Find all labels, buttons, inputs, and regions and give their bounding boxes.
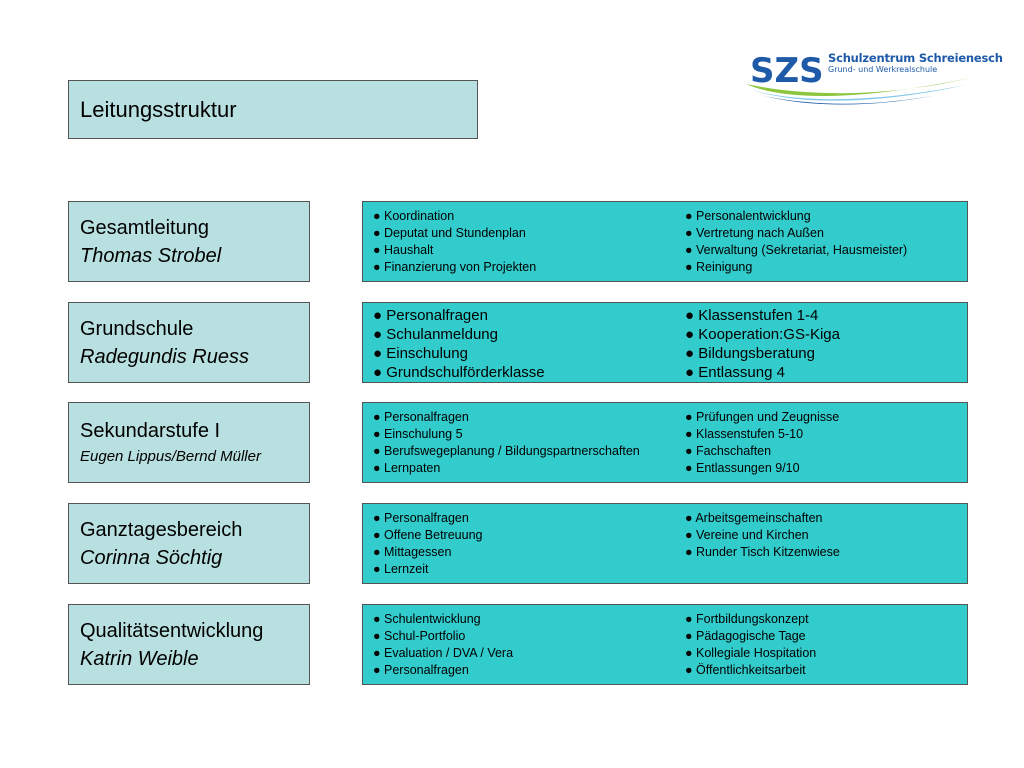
role-person: Radegundis Ruess	[80, 345, 249, 368]
role-person: Corinna Söchtig	[80, 546, 223, 569]
list-item: ● Lernpaten	[373, 461, 441, 475]
school-logo: SZS Schulzentrum Schreienesch Grund- und…	[742, 44, 1003, 110]
list-item: ● Klassenstufen 5-10	[685, 427, 804, 441]
list-item: ● Offene Betreuung	[373, 528, 483, 542]
list-item: ● Personalfragen	[373, 511, 469, 525]
detail-box-ganztagesbereich: ● Personalfragen ● Offene Betreuung ● Mi…	[362, 503, 968, 584]
list-item: ● Vertretung nach Außen	[685, 226, 824, 240]
list-item: ● Personalfragen	[373, 663, 469, 677]
list-item: ● Personalfragen	[373, 410, 469, 424]
list-item: ● Mittagessen	[373, 545, 452, 559]
list-item: ● Schul-Portfolio	[373, 629, 466, 643]
list-item: ● Grundschulförderklasse	[373, 364, 545, 381]
role-title: Ganztagesbereich	[80, 518, 243, 541]
list-item: ● Berufswegeplanung / Bildungspartnersch…	[373, 444, 640, 458]
szs-logo-icon: SZS	[746, 51, 970, 105]
role-person: Katrin Weible	[80, 647, 199, 670]
list-item: ● Arbeitsgemeinschaften	[685, 511, 823, 525]
list-item: ● Verwaltung (Sekretariat, Hausmeister)	[685, 243, 908, 257]
detail-left-column: ● Personalfragen ● Offene Betreuung ● Mi…	[373, 510, 482, 578]
role-title: Grundschule	[80, 317, 194, 340]
list-item: ● Entlassungen 9/10	[685, 461, 800, 475]
detail-left-column: ● Personalfragen ● Einschulung 5 ● Beruf…	[373, 409, 640, 477]
list-item: ● Kollegiale Hospitation	[685, 646, 817, 660]
page-title: Leitungsstruktur	[68, 80, 478, 139]
list-item: ● Schulanmeldung	[373, 326, 498, 343]
list-item: ● Fachschaften	[685, 444, 772, 458]
role-box-grundschule: Grundschule Radegundis Ruess	[68, 302, 310, 383]
list-item: ● Bildungsberatung	[685, 345, 815, 362]
role-box-sekundarstufe: Sekundarstufe I Eugen Lippus/Bernd Mülle…	[68, 402, 310, 483]
role-box-ganztagesbereich: Ganztagesbereich Corinna Söchtig	[68, 503, 310, 584]
role-title: Sekundarstufe I	[80, 419, 221, 442]
list-item: ● Pädagogische Tage	[685, 629, 806, 643]
role-person: Eugen Lippus/Bernd Müller	[80, 447, 261, 465]
list-item: ● Einschulung	[373, 345, 468, 362]
list-item: ● Einschulung 5	[373, 427, 463, 441]
detail-box-gesamtleitung: ● Koordination ● Deputat und Stundenplan…	[362, 201, 968, 282]
list-item: ● Personalfragen	[373, 307, 488, 324]
list-item: ● Evaluation / DVA / Vera	[373, 646, 514, 660]
role-title: Gesamtleitung	[80, 216, 209, 239]
role-box-qualitaetsentwicklung: Qualitätsentwicklung Katrin Weible	[68, 604, 310, 685]
list-item: ● Reinigung	[685, 260, 753, 274]
list-item: ● Klassenstufen 1-4	[685, 307, 819, 324]
list-item: ● Vereine und Kirchen	[685, 528, 809, 542]
detail-box-sekundarstufe: ● Personalfragen ● Einschulung 5 ● Beruf…	[362, 402, 968, 483]
list-item: ● Entlassung 4	[685, 364, 785, 381]
list-item: ● Prüfungen und Zeugnisse	[685, 410, 840, 424]
list-item: ● Lernzeit	[373, 562, 429, 576]
list-item: ● Runder Tisch Kitzenwiese	[685, 545, 840, 559]
detail-right-column: ● Prüfungen und Zeugnisse ● Klassenstufe…	[685, 409, 839, 477]
list-item: ● Fortbildungskonzept	[685, 612, 809, 626]
detail-right-column: ● Personalentwicklung ● Vertretung nach …	[685, 208, 907, 276]
detail-box-grundschule: ● Personalfragen ● Schulanmeldung ● Eins…	[362, 302, 968, 383]
detail-left-column: ● Personalfragen ● Schulanmeldung ● Eins…	[373, 306, 545, 382]
logo-abbr: SZS	[750, 51, 824, 91]
detail-right-column: ● Klassenstufen 1-4 ● Kooperation:GS-Kig…	[685, 306, 840, 382]
role-title: Qualitätsentwicklung	[80, 619, 264, 642]
list-item: ● Haushalt	[373, 243, 434, 257]
list-item: ● Öffentlichkeitsarbeit	[685, 663, 806, 677]
detail-left-column: ● Schulentwicklung ● Schul-Portfolio ● E…	[373, 611, 513, 679]
logo-name: Schulzentrum Schreienesch	[828, 51, 1003, 65]
list-item: ● Personalentwicklung	[685, 209, 811, 223]
list-item: ● Kooperation:GS-Kiga	[685, 326, 840, 343]
detail-box-qualitaetsentwicklung: ● Schulentwicklung ● Schul-Portfolio ● E…	[362, 604, 968, 685]
detail-right-column: ● Arbeitsgemeinschaften ● Vereine und Ki…	[685, 510, 840, 561]
detail-left-column: ● Koordination ● Deputat und Stundenplan…	[373, 208, 536, 276]
list-item: ● Deputat und Stundenplan	[373, 226, 526, 240]
detail-right-column: ● Fortbildungskonzept ● Pädagogische Tag…	[685, 611, 816, 679]
list-item: ● Koordination	[373, 209, 455, 223]
list-item: ● Schulentwicklung	[373, 612, 481, 626]
list-item: ● Finanzierung von Projekten	[373, 260, 537, 274]
role-box-gesamtleitung: Gesamtleitung Thomas Strobel	[68, 201, 310, 282]
role-person: Thomas Strobel	[80, 244, 222, 267]
logo-subtitle: Grund- und Werkrealschule	[828, 65, 938, 74]
